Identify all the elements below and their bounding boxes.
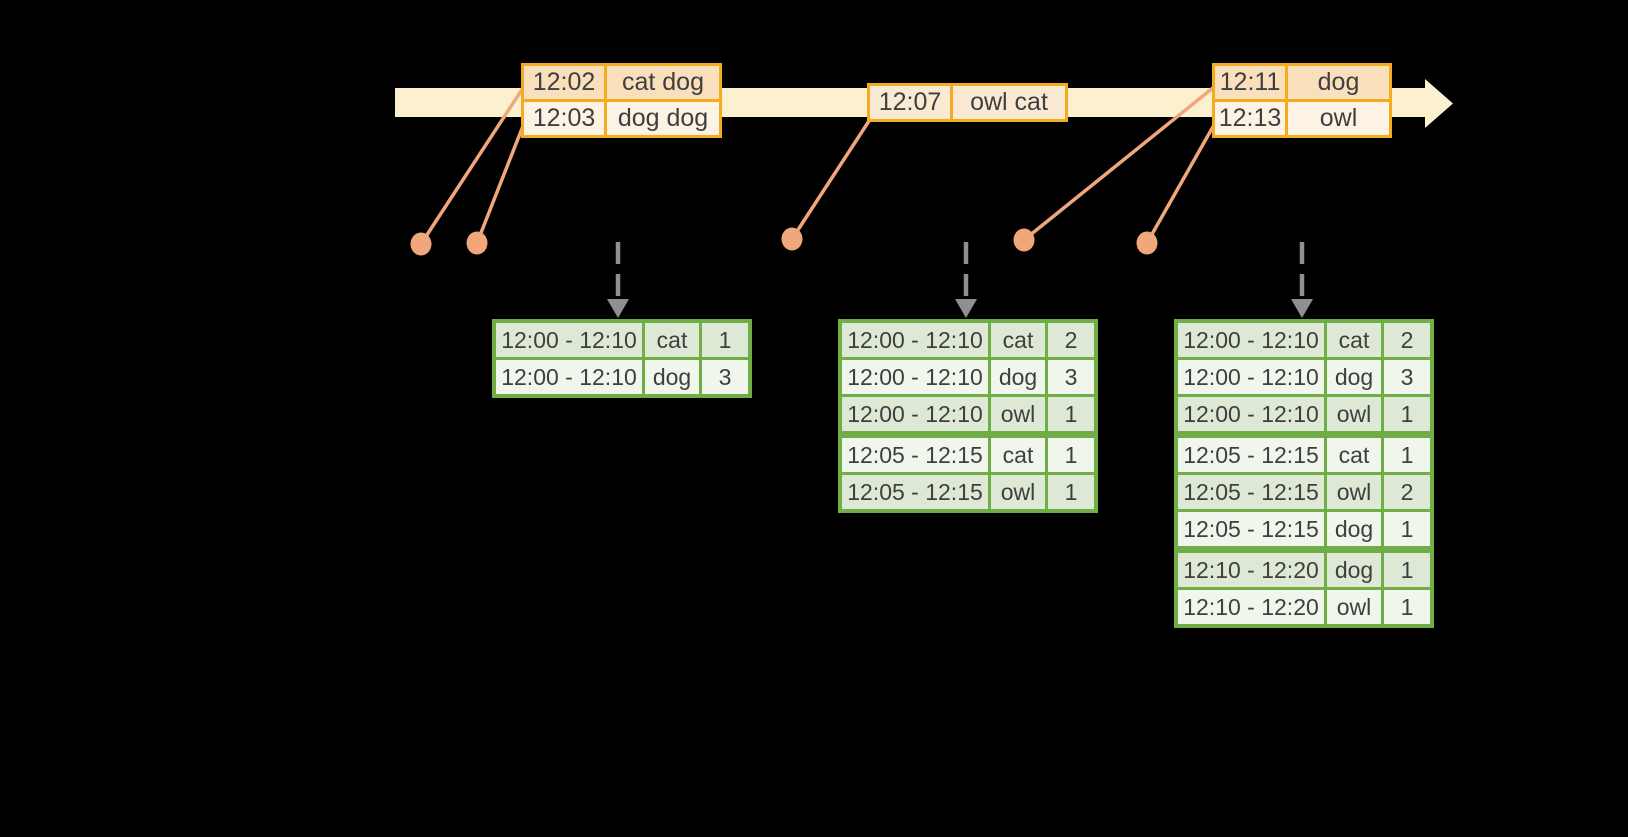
word-cell: owl — [988, 472, 1048, 513]
window-cell: 12:00 - 12:10 — [1174, 394, 1327, 436]
count-cell: 1 — [1381, 431, 1434, 475]
count-cell: 2 — [1381, 472, 1434, 512]
result-row: 12:00 - 12:10 owl 1 — [838, 394, 1098, 436]
result-row: 12:05 - 12:15 owl 2 — [1174, 472, 1434, 512]
count-cell: 2 — [1381, 319, 1434, 360]
window-cell: 12:00 - 12:10 — [1174, 357, 1327, 397]
word-cell: owl — [988, 394, 1048, 436]
word-cell: owl — [1324, 587, 1384, 628]
window-cell: 12:00 - 12:10 — [1174, 319, 1327, 360]
window-cell: 12:05 - 12:15 — [838, 472, 991, 513]
input-row: 12:03 dog dog — [521, 99, 722, 138]
window-cell: 12:05 - 12:15 — [1174, 509, 1327, 551]
event-words-cell: owl cat — [950, 83, 1068, 122]
word-cell: owl — [1324, 394, 1384, 436]
window-cell: 12:10 - 12:20 — [1174, 546, 1327, 590]
event-words-cell: owl — [1285, 99, 1392, 138]
event-words-cell: cat dog — [604, 63, 722, 102]
event-dot-icon — [781, 227, 803, 251]
window-cell: 12:05 - 12:15 — [838, 431, 991, 475]
window-cell: 12:00 - 12:10 — [492, 319, 645, 360]
input-table-1: 12:02 cat dog 12:03 dog dog — [521, 63, 722, 138]
input-table-3: 12:11 dog 12:13 owl — [1212, 63, 1392, 138]
result-row: 12:00 - 12:10 dog 3 — [492, 357, 752, 398]
count-cell: 1 — [1045, 431, 1098, 475]
window-cell: 12:00 - 12:10 — [492, 357, 645, 398]
window-cell: 12:10 - 12:20 — [1174, 587, 1327, 628]
input-row: 12:13 owl — [1212, 99, 1392, 138]
event-dot-icon — [1013, 228, 1035, 252]
result-row: 12:05 - 12:15 cat 1 — [838, 431, 1098, 475]
word-cell: dog — [1324, 546, 1384, 590]
count-cell: 3 — [699, 357, 752, 398]
result-table-2: 12:00 - 12:10 cat 2 12:00 - 12:10 dog 3 … — [838, 319, 1098, 513]
event-connector-line — [419, 86, 525, 246]
event-dot-icon — [410, 232, 432, 256]
window-cell: 12:00 - 12:10 — [838, 319, 991, 360]
result-row: 12:00 - 12:10 cat 1 — [492, 319, 752, 360]
result-row: 12:00 - 12:10 owl 1 — [1174, 394, 1434, 436]
word-cell: cat — [988, 431, 1048, 475]
event-dot-icon — [1136, 231, 1158, 255]
word-cell: cat — [642, 319, 702, 360]
result-row: 12:05 - 12:15 dog 1 — [1174, 509, 1434, 551]
event-connector-line — [1022, 85, 1216, 242]
trigger-down-arrow-icon — [955, 242, 977, 318]
word-cell: dog — [1324, 357, 1384, 397]
trigger-down-arrow-icon — [607, 242, 629, 318]
result-row: 12:05 - 12:15 cat 1 — [1174, 431, 1434, 475]
window-cell: 12:00 - 12:10 — [838, 394, 991, 436]
event-time-cell: 12:03 — [521, 99, 607, 138]
count-cell: 2 — [1045, 319, 1098, 360]
event-words-cell: dog dog — [604, 99, 722, 138]
event-connector-line — [790, 119, 871, 241]
window-cell: 12:05 - 12:15 — [1174, 472, 1327, 512]
input-row: 12:11 dog — [1212, 63, 1392, 102]
count-cell: 1 — [699, 319, 752, 360]
word-cell: cat — [988, 319, 1048, 360]
input-row: 12:07 owl cat — [867, 83, 1068, 122]
count-cell: 1 — [1045, 472, 1098, 513]
window-cell: 12:05 - 12:15 — [1174, 431, 1327, 475]
result-row: 12:00 - 12:10 cat 2 — [838, 319, 1098, 360]
count-cell: 1 — [1381, 587, 1434, 628]
word-cell: dog — [988, 357, 1048, 397]
word-cell: owl — [1324, 472, 1384, 512]
word-cell: cat — [1324, 431, 1384, 475]
event-connector-line — [1145, 123, 1216, 245]
result-row: 12:05 - 12:15 owl 1 — [838, 472, 1098, 513]
result-table-3: 12:00 - 12:10 cat 2 12:00 - 12:10 dog 3 … — [1174, 319, 1434, 628]
word-cell: dog — [1324, 509, 1384, 551]
word-cell: cat — [1324, 319, 1384, 360]
count-cell: 1 — [1045, 394, 1098, 436]
result-row: 12:00 - 12:10 dog 3 — [838, 357, 1098, 397]
input-row: 12:02 cat dog — [521, 63, 722, 102]
input-table-2: 12:07 owl cat — [867, 83, 1068, 122]
event-time-cell: 12:02 — [521, 63, 607, 102]
event-time-cell: 12:13 — [1212, 99, 1288, 138]
event-words-cell: dog — [1285, 63, 1392, 102]
result-row: 12:10 - 12:20 owl 1 — [1174, 587, 1434, 628]
count-cell: 3 — [1045, 357, 1098, 397]
event-dot-icon — [466, 231, 488, 255]
trigger-down-arrow-icon — [1291, 242, 1313, 318]
event-connector-line — [475, 124, 525, 245]
result-table-1: 12:00 - 12:10 cat 1 12:00 - 12:10 dog 3 — [492, 319, 752, 398]
event-time-cell: 12:07 — [867, 83, 953, 122]
result-row: 12:10 - 12:20 dog 1 — [1174, 546, 1434, 590]
count-cell: 3 — [1381, 357, 1434, 397]
result-row: 12:00 - 12:10 dog 3 — [1174, 357, 1434, 397]
count-cell: 1 — [1381, 546, 1434, 590]
window-cell: 12:00 - 12:10 — [838, 357, 991, 397]
count-cell: 1 — [1381, 509, 1434, 551]
event-time-cell: 12:11 — [1212, 63, 1288, 102]
count-cell: 1 — [1381, 394, 1434, 436]
result-row: 12:00 - 12:10 cat 2 — [1174, 319, 1434, 360]
word-cell: dog — [642, 357, 702, 398]
